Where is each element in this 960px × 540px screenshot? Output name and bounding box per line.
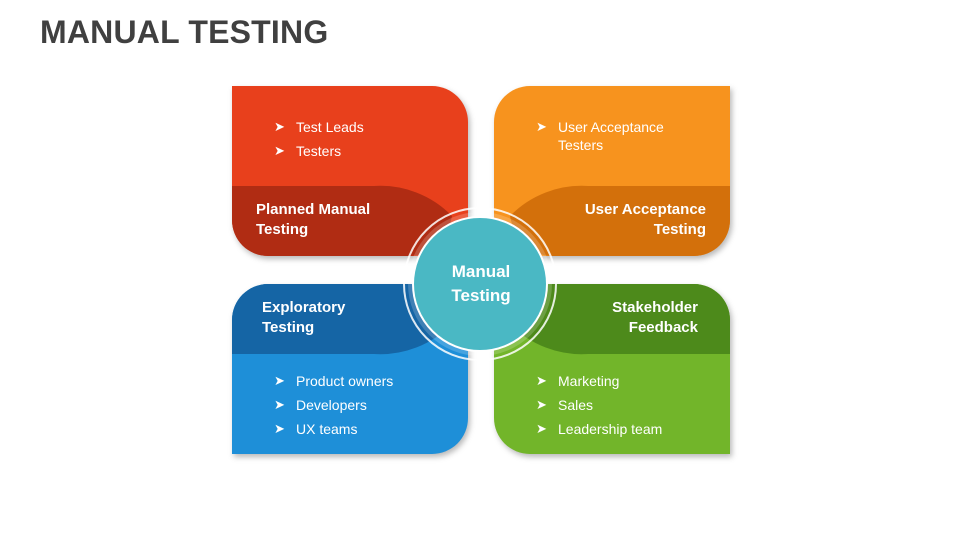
quadrant-exploratory-list: ➤Product owners ➤Developers ➤UX teams — [274, 372, 393, 444]
list-item: ➤Marketing — [536, 373, 620, 389]
list-item: ➤Sales — [536, 397, 594, 413]
quadrant-planned-list: ➤Test Leads ➤Testers — [274, 118, 364, 166]
quadrant-exploratory-testing: Exploratory Testing ➤Product owners ➤Dev… — [232, 284, 468, 454]
quadrant-planned-label: Planned Manual Testing — [256, 201, 371, 238]
list-item: ➤UX teams — [274, 421, 358, 437]
quadrant-acceptance-list: ➤User Acceptance Testers — [536, 118, 664, 160]
quadrant-stakeholder-shape — [494, 284, 730, 454]
quadrant-stakeholder-list: ➤Marketing ➤Sales ➤Leadership team — [536, 372, 662, 444]
arrowhead-bullet-icon: ➤ — [274, 143, 285, 158]
arrowhead-bullet-icon: ➤ — [274, 119, 285, 134]
quadrant-exploratory-label: Exploratory Testing — [262, 299, 346, 336]
center-label: Manual Testing — [451, 262, 511, 305]
arrowhead-bullet-icon: ➤ — [536, 397, 547, 412]
quadrant-user-acceptance-testing: ➤User Acceptance Testers User Acceptance… — [494, 86, 730, 256]
center-outer-ring — [403, 207, 557, 361]
quadrant-stakeholder-band — [510, 284, 730, 355]
center-circle-graphic — [403, 207, 557, 361]
quadrant-exploratory-shape — [232, 284, 468, 454]
quadrant-acceptance-band — [510, 185, 730, 256]
arrowhead-bullet-icon: ➤ — [536, 421, 547, 436]
list-item: ➤Product owners — [274, 373, 394, 389]
slide-title: MANUAL TESTING — [40, 14, 329, 50]
quadrant-planned-shape — [232, 86, 468, 256]
arrowhead-bullet-icon: ➤ — [274, 373, 285, 388]
quadrant-planned-band — [232, 185, 452, 256]
list-item: ➤Test Leads — [274, 119, 364, 135]
quadrant-stakeholder-label: Stakeholder Feedback — [612, 299, 698, 336]
list-item: ➤User Acceptance — [536, 119, 664, 135]
list-item: ➤Developers — [274, 397, 367, 413]
quadrant-stakeholder-feedback: Stakeholder Feedback ➤Marketing ➤Sales ➤… — [494, 284, 730, 454]
arrowhead-bullet-icon: ➤ — [536, 119, 547, 134]
list-item: Testers — [558, 137, 604, 153]
center-circle — [412, 216, 548, 352]
quadrant-planned-manual-testing: ➤Test Leads ➤Testers Planned Manual Test… — [232, 86, 468, 256]
arrowhead-bullet-icon: ➤ — [274, 397, 285, 412]
quadrant-exploratory-band — [232, 284, 452, 355]
arrowhead-bullet-icon: ➤ — [274, 421, 285, 436]
quadrant-acceptance-label: User Acceptance Testing — [584, 201, 706, 238]
list-item: ➤Testers — [274, 143, 342, 159]
list-item: ➤Leadership team — [536, 421, 663, 437]
arrowhead-bullet-icon: ➤ — [536, 373, 547, 388]
quadrant-acceptance-shape — [494, 86, 730, 256]
